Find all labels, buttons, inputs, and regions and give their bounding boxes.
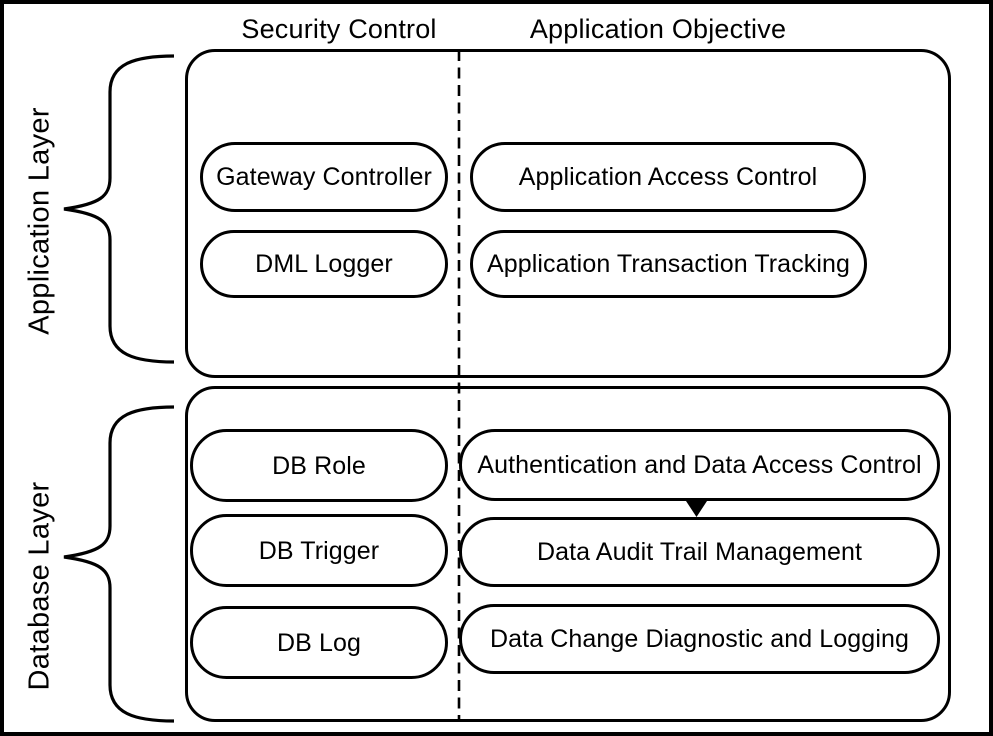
pill-db-log: DB Log [190,606,448,679]
diagram-linework [63,50,707,723]
pill-data-change-diagnostic-and-logging: Data Change Diagnostic and Logging [459,604,940,674]
database-layer-brace [63,405,175,723]
application-layer-brace [63,54,175,364]
application-layer-label: Application Layer [23,107,56,335]
pill-db-trigger: DB Trigger [190,514,448,587]
application-layer-box [185,49,951,378]
column-header-security-control: Security Control [241,14,437,44]
pill-application-transaction-tracking: Application Transaction Tracking [470,230,867,298]
pill-data-audit-trail-management: Data Audit Trail Management [459,517,940,587]
column-header-application-objective: Application Objective [529,14,787,44]
pill-gateway-controller: Gateway Controller [200,142,448,212]
pill-authentication-and-data-access-control: Authentication and Data Access Control [459,429,940,501]
database-layer-label: Database Layer [23,481,56,691]
arrow-down-icon [686,501,707,517]
pill-db-role: DB Role [190,429,448,502]
pill-dml-logger: DML Logger [200,230,448,298]
pill-application-access-control: Application Access Control [470,142,866,212]
